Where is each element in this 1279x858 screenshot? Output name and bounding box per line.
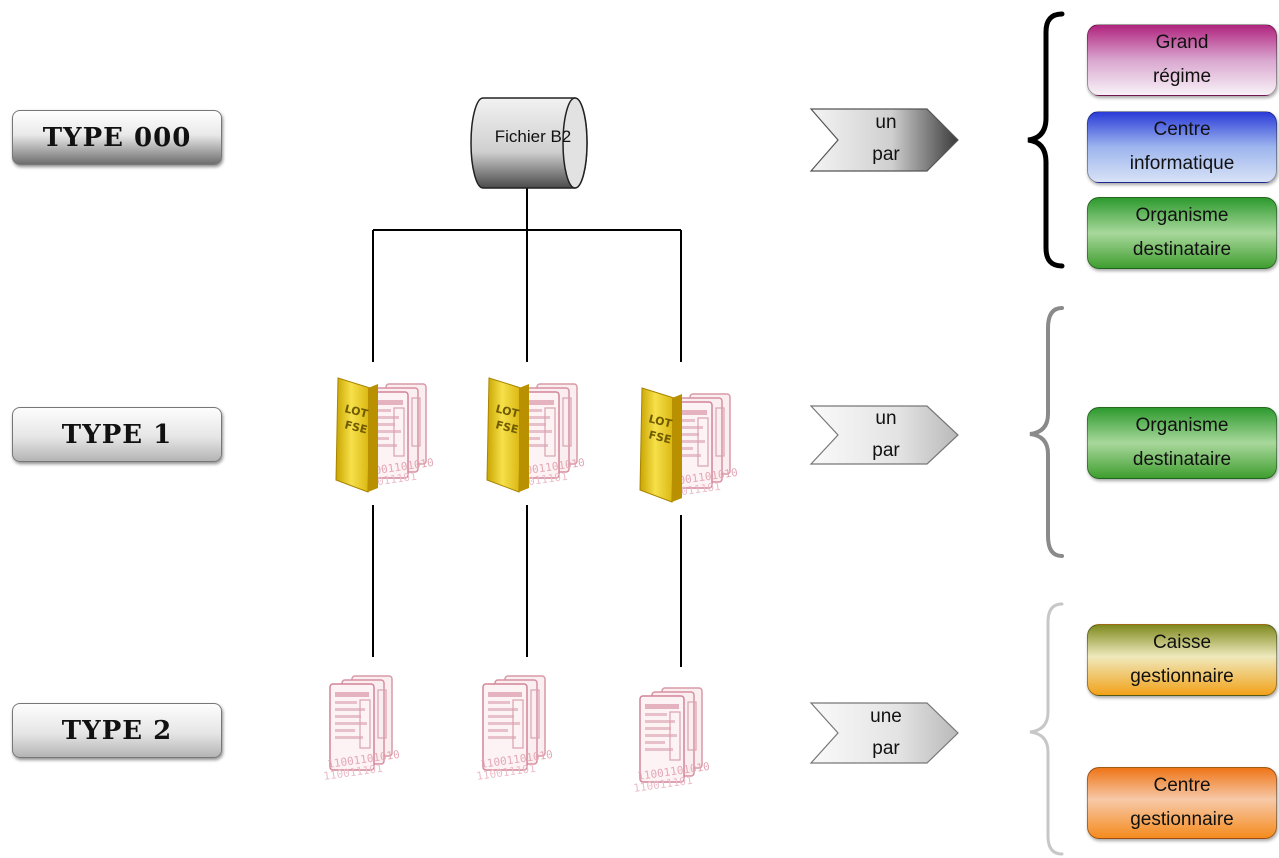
brace-icon xyxy=(1029,602,1064,856)
brace-icon xyxy=(1027,11,1065,269)
invoice-stack-icon xyxy=(474,675,555,784)
brace-icon xyxy=(1029,306,1064,558)
box-line: gestionnaire xyxy=(1130,809,1234,830)
box-line: Caisse xyxy=(1152,632,1212,653)
arrow-text-line: par xyxy=(872,440,900,461)
chevron-arrow-icon xyxy=(809,702,959,764)
folder-label-1b: FSE xyxy=(343,418,368,436)
folder-label-2b: FSE xyxy=(494,418,519,436)
folder-label-3a: LOT xyxy=(647,412,673,430)
box-line: destinataire xyxy=(1132,239,1232,260)
chevron-arrow-icon xyxy=(809,405,959,465)
folder-label-1a: LOT xyxy=(343,402,369,420)
box-line: régime xyxy=(1152,66,1212,87)
lot-fse-folder-icon: LOT FSE xyxy=(486,377,587,493)
folder-label-2a: LOT xyxy=(494,402,520,420)
type-1-label: TYPE 1 xyxy=(12,407,222,462)
arrow-text-type000: un par xyxy=(838,107,934,171)
organisme-destinataire-box: Organisme destinataire xyxy=(1087,197,1277,269)
caisse-gestionnaire-box: Caisse gestionnaire xyxy=(1087,624,1277,696)
centre-informatique-box: Centre informatique xyxy=(1087,111,1277,183)
box-line: Grand xyxy=(1155,32,1209,53)
type-2-label: TYPE 2 xyxy=(12,703,222,758)
box-line: informatique xyxy=(1129,153,1235,174)
folder-label-3b: FSE xyxy=(647,428,672,446)
arrow-text-line: par xyxy=(872,144,900,165)
arrow-text-line: une xyxy=(870,706,902,727)
organisme-destinataire-box: Organisme destinataire xyxy=(1087,407,1277,479)
box-line: Organisme xyxy=(1135,415,1229,436)
database-cylinder-icon xyxy=(470,97,588,189)
root-file-label: Fichier B2 xyxy=(494,127,572,146)
box-line: gestionnaire xyxy=(1130,666,1234,687)
arrow-text-line: un xyxy=(875,408,897,429)
arrow-text-type1: un par xyxy=(838,403,934,467)
chevron-arrow-icon xyxy=(809,108,959,172)
box-line: Centre xyxy=(1153,119,1211,140)
box-line: destinataire xyxy=(1132,449,1232,470)
grand-regime-box: Grand régime xyxy=(1087,24,1277,96)
centre-gestionnaire-box: Centre gestionnaire xyxy=(1087,767,1277,839)
lot-fse-folder-icon: LOT FSE xyxy=(639,387,740,503)
arrow-text-type2: une par xyxy=(838,701,934,765)
invoice-stack-icon xyxy=(321,675,402,784)
box-line: Centre xyxy=(1153,775,1211,796)
type-000-label: TYPE 000 xyxy=(12,110,222,165)
lot-fse-folder-icon: LOT FSE xyxy=(335,377,436,493)
arrow-text-line: un xyxy=(875,112,897,133)
invoice-stack-icon xyxy=(631,687,712,796)
arrow-text-line: par xyxy=(872,738,900,759)
tree-lines xyxy=(372,186,682,667)
box-line: Organisme xyxy=(1135,205,1229,226)
